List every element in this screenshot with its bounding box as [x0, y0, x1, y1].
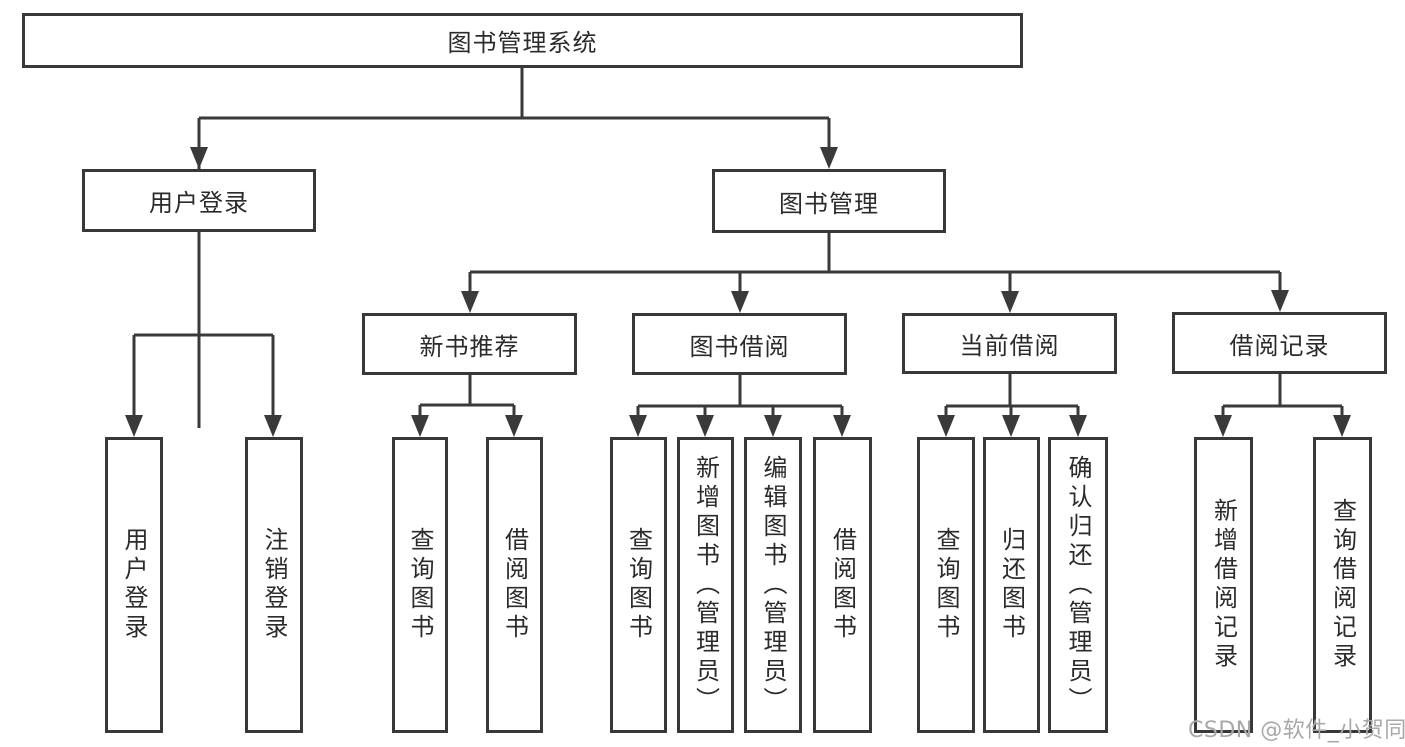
leaf-borrow-books-newbooks: 借阅图书 — [486, 437, 543, 733]
leaf-query-books-current: 查询图书 — [917, 437, 975, 733]
leaf-add-books-admin: 新增图书（管理员） — [677, 437, 734, 733]
leaf-user-login: 用户登录 — [105, 437, 163, 733]
node-book-management: 图书管理 — [712, 169, 946, 233]
leaf-add-borrow-record: 新增借阅记录 — [1194, 437, 1253, 733]
leaf-query-books-borrow: 查询图书 — [610, 437, 667, 733]
leaf-query-books-newbooks: 查询图书 — [392, 437, 448, 733]
leaf-borrow-books-borrow: 借阅图书 — [813, 437, 872, 733]
node-borrow-records: 借阅记录 — [1172, 312, 1387, 374]
leaf-confirm-return-admin: 确认归还（管理员） — [1048, 437, 1108, 733]
csdn-watermark: CSDN @软件_小贺同学 — [1188, 718, 1405, 743]
leaf-edit-books-admin: 编辑图书（管理员） — [744, 437, 802, 733]
node-new-book-recommend: 新书推荐 — [362, 313, 577, 375]
node-root-system: 图书管理系统 — [22, 13, 1023, 68]
leaf-logout: 注销登录 — [245, 437, 303, 733]
leaf-query-borrow-record: 查询借阅记录 — [1313, 437, 1372, 733]
arrowheads — [125, 147, 1351, 437]
node-current-borrowing: 当前借阅 — [902, 313, 1117, 374]
node-book-borrowing: 图书借阅 — [632, 313, 847, 375]
node-user-login: 用户登录 — [82, 169, 316, 232]
leaf-return-books: 归还图书 — [983, 437, 1040, 733]
